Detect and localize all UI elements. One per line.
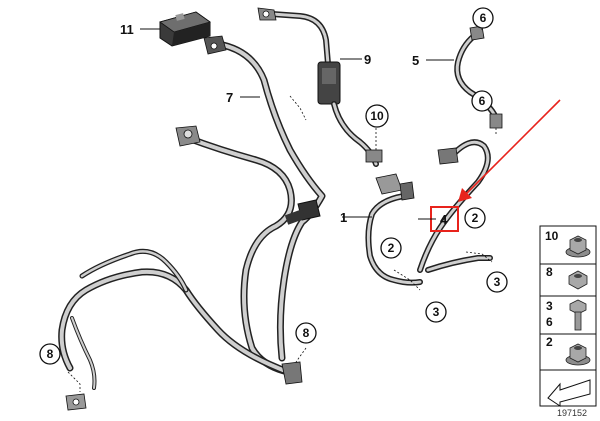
label-4: 4	[440, 212, 448, 227]
fastener-legend: 10 8 3 6 2	[539, 225, 597, 407]
part-7-cable	[203, 35, 326, 362]
part-9-cable	[257, 7, 379, 167]
left-battery-cable-harness	[58, 125, 307, 411]
callout-6-bottom: 6	[471, 90, 493, 112]
callout-10: 10	[365, 104, 389, 128]
svg-text:8: 8	[47, 347, 54, 361]
legend-label-10: 10	[545, 229, 559, 243]
part-11-junction-box	[159, 11, 211, 47]
legend-label-8: 8	[546, 265, 553, 279]
label-9: 9	[364, 52, 371, 67]
label-11: 11	[120, 22, 134, 37]
red-pointer-arrow	[458, 99, 561, 202]
callout-2-left: 2	[380, 237, 402, 259]
hex-nut-icon	[568, 270, 588, 290]
legend-label-3: 3	[546, 299, 553, 313]
label-5: 5	[412, 53, 419, 68]
callout-3-right: 3	[486, 271, 508, 293]
flange-nut-icon	[565, 235, 591, 258]
callout-6-top: 6	[472, 7, 494, 29]
svg-text:2: 2	[388, 241, 395, 255]
highlighted-part-4: 4	[418, 206, 459, 232]
legend-label-6: 6	[546, 315, 553, 329]
svg-text:3: 3	[494, 275, 501, 289]
svg-text:3: 3	[433, 305, 440, 319]
collar-nut-icon	[565, 343, 591, 366]
legend-label-2: 2	[546, 335, 553, 349]
part-1-4-battery-cables	[365, 124, 493, 291]
callout-2-right: 2	[464, 207, 486, 229]
part-5-cable	[454, 24, 503, 134]
label-7: 7	[226, 90, 233, 105]
svg-text:8: 8	[303, 326, 310, 340]
callout-8-left: 8	[39, 343, 61, 365]
callout-3-bottom: 3	[425, 301, 447, 323]
diagram-reference-number: 197152	[557, 408, 587, 418]
label-1: 1	[340, 210, 347, 225]
direction-arrow-icon	[547, 379, 591, 407]
hex-bolt-icon	[569, 299, 587, 331]
svg-text:6: 6	[480, 11, 487, 25]
svg-text:6: 6	[479, 94, 486, 108]
callout-8-right: 8	[295, 322, 317, 344]
svg-text:2: 2	[472, 211, 479, 225]
svg-text:10: 10	[370, 109, 384, 123]
